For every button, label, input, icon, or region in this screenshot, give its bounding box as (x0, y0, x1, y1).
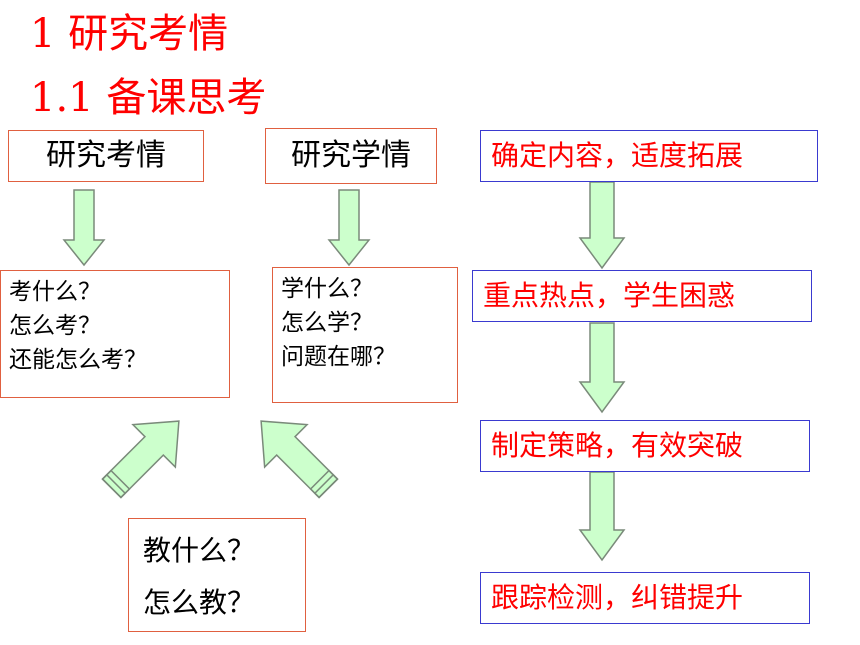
learn-question-2: 怎么学？ (281, 310, 373, 336)
page-subtitle: 1.1 备课思考 (30, 75, 267, 121)
learn-study-label: 研究学情 (291, 138, 411, 173)
diagonal-arrow-right (260, 420, 339, 499)
flow-step-4-label: 跟踪检测，纠错提升 (491, 581, 744, 614)
exam-question-2: 怎么考？ (9, 313, 101, 339)
down-arrow-right-3 (578, 471, 626, 562)
flow-step-2-label: 重点热点，学生困惑 (483, 279, 736, 312)
teach-questions-box: 教什么？ 怎么教？ (128, 518, 306, 632)
flow-step-1-label: 确定内容，适度拓展 (491, 139, 744, 172)
learn-questions-box: 学什么？ 怎么学？ 问题在哪？ (272, 267, 458, 403)
learn-question-3: 问题在哪？ (281, 344, 396, 370)
learn-study-box: 研究学情 (265, 128, 437, 184)
exam-study-label: 研究考情 (46, 138, 166, 173)
learn-question-1: 学什么？ (281, 276, 373, 302)
down-arrow-right-1 (578, 181, 626, 270)
flow-step-4-box: 跟踪检测，纠错提升 (480, 572, 810, 624)
page-title: 1 研究考情 (30, 11, 229, 57)
down-arrow-exam (62, 189, 106, 267)
flow-step-2-box: 重点热点，学生困惑 (472, 270, 812, 322)
down-arrow-learn (327, 189, 371, 267)
down-arrow-right-2 (578, 322, 626, 414)
teach-question-2: 怎么教？ (143, 586, 256, 619)
exam-question-1: 考什么？ (9, 279, 101, 305)
exam-question-3: 还能怎么考？ (9, 347, 147, 373)
exam-questions-box: 考什么？ 怎么考？ 还能怎么考？ (0, 270, 230, 398)
flow-step-1-box: 确定内容，适度拓展 (480, 130, 818, 182)
exam-study-box: 研究考情 (8, 130, 204, 182)
flow-step-3-box: 制定策略，有效突破 (480, 420, 810, 472)
diagonal-arrow-left (101, 420, 180, 499)
flow-step-3-label: 制定策略，有效突破 (491, 429, 744, 462)
teach-question-1: 教什么？ (143, 534, 256, 567)
